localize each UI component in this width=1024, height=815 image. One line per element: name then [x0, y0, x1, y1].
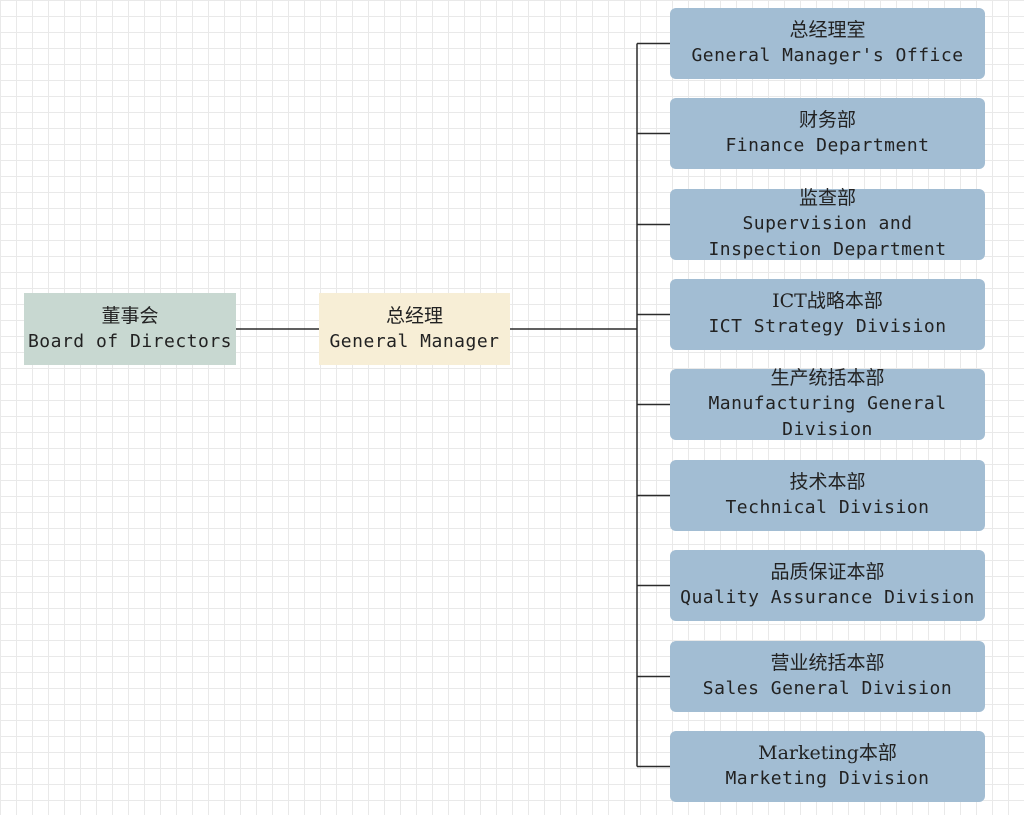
dept-label-en: ICT Strategy Division	[708, 316, 947, 337]
dept-node-quality-assurance[interactable]: 品质保证本部 Quality Assurance Division	[670, 550, 985, 621]
dept-label-zh: 营业统括本部	[770, 652, 885, 674]
dept-node-sales-general[interactable]: 营业统括本部 Sales General Division	[670, 641, 985, 712]
dept-node-ict-strategy[interactable]: ICT战略本部 ICT Strategy Division	[670, 279, 985, 350]
dept-label-zh: ICT战略本部	[772, 290, 883, 312]
board-label-en: Board of Directors	[27, 331, 233, 352]
dept-label-en: Manufacturing General Division	[708, 393, 947, 440]
general-manager-label-zh: 总经理	[385, 305, 443, 327]
general-manager-node[interactable]: 总经理 General Manager	[319, 293, 510, 365]
board-of-directors-node[interactable]: 董事会 Board of Directors	[24, 293, 236, 365]
dept-label-en: General Manager's Office	[691, 45, 964, 66]
dept-label-zh: 总经理室	[789, 19, 866, 41]
dept-label-zh: 监查部	[798, 187, 856, 209]
dept-label-zh: 财务部	[798, 109, 856, 131]
dept-label-en: Sales General Division	[702, 678, 953, 699]
dept-node-general-managers-office[interactable]: 总经理室 General Manager's Office	[670, 8, 985, 79]
dept-node-marketing[interactable]: Marketing本部 Marketing Division	[670, 731, 985, 802]
dept-node-technical[interactable]: 技术本部 Technical Division	[670, 460, 985, 531]
dept-label-zh: 品质保证本部	[770, 561, 885, 583]
dept-node-manufacturing-general[interactable]: 生产统括本部 Manufacturing General Division	[670, 367, 985, 440]
dept-label-zh: 生产统括本部	[770, 367, 885, 389]
dept-label-zh: 技术本部	[789, 471, 866, 493]
dept-node-supervision-inspection[interactable]: 监查部 Supervision and Inspection Departmen…	[670, 187, 985, 260]
general-manager-label-en: General Manager	[329, 331, 500, 352]
board-label-zh: 董事会	[101, 305, 159, 327]
dept-node-finance[interactable]: 财务部 Finance Department	[670, 98, 985, 169]
dept-label-en: Quality Assurance Division	[680, 587, 975, 608]
dept-label-en: Marketing Division	[725, 768, 930, 789]
dept-label-en: Finance Department	[725, 135, 930, 156]
dept-label-en: Supervision and Inspection Department	[708, 213, 947, 260]
dept-label-en: Technical Division	[725, 497, 930, 518]
dept-label-zh: Marketing本部	[758, 742, 897, 764]
